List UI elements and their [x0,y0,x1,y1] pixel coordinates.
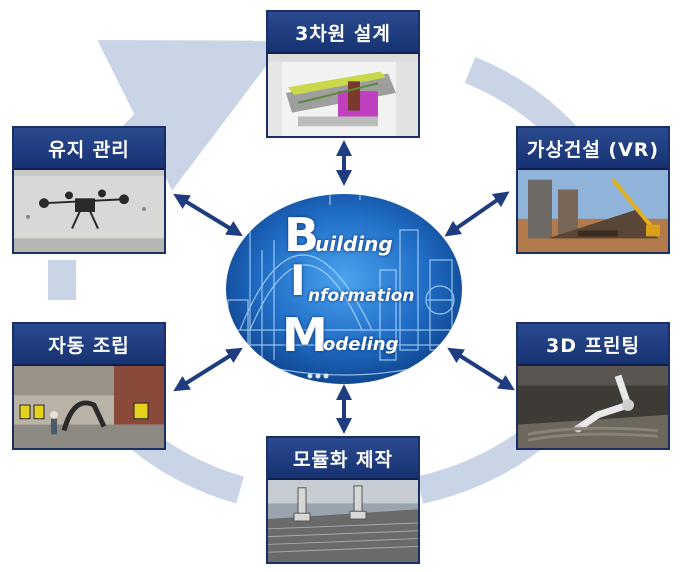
card-3d-printing-title: 3D 프린팅 [518,324,668,366]
card-auto-assembly-image [14,366,164,448]
card-virtual-construction-image [518,170,668,252]
card-3d-printing-image [518,366,668,448]
card-maintenance-image [14,170,164,252]
card-modular-fabrication-title: 모듈화 제작 [268,438,418,480]
card-auto-assembly-title: 자동 조립 [14,324,164,366]
arrow-top-right [451,196,503,232]
arrow-bottom-right [454,352,508,386]
arrow-top-left [180,198,236,232]
card-virtual-construction-title: 가상건설 (VR) [518,128,668,170]
card-3d-design: 3차원 설계 [266,10,420,138]
card-modular-fabrication: 모듈화 제작 [266,436,420,564]
card-maintenance-title: 유지 관리 [14,128,164,170]
card-3d-printing: 3D 프린팅 [516,322,670,450]
card-3d-design-image [268,54,418,136]
card-modular-fabrication-image [268,480,418,562]
arrow-bottom-left [180,352,236,387]
card-maintenance: 유지 관리 [12,126,166,254]
card-auto-assembly: 자동 조립 [12,322,166,450]
card-3d-design-title: 3차원 설계 [268,12,418,54]
card-virtual-construction: 가상건설 (VR) [516,126,670,254]
